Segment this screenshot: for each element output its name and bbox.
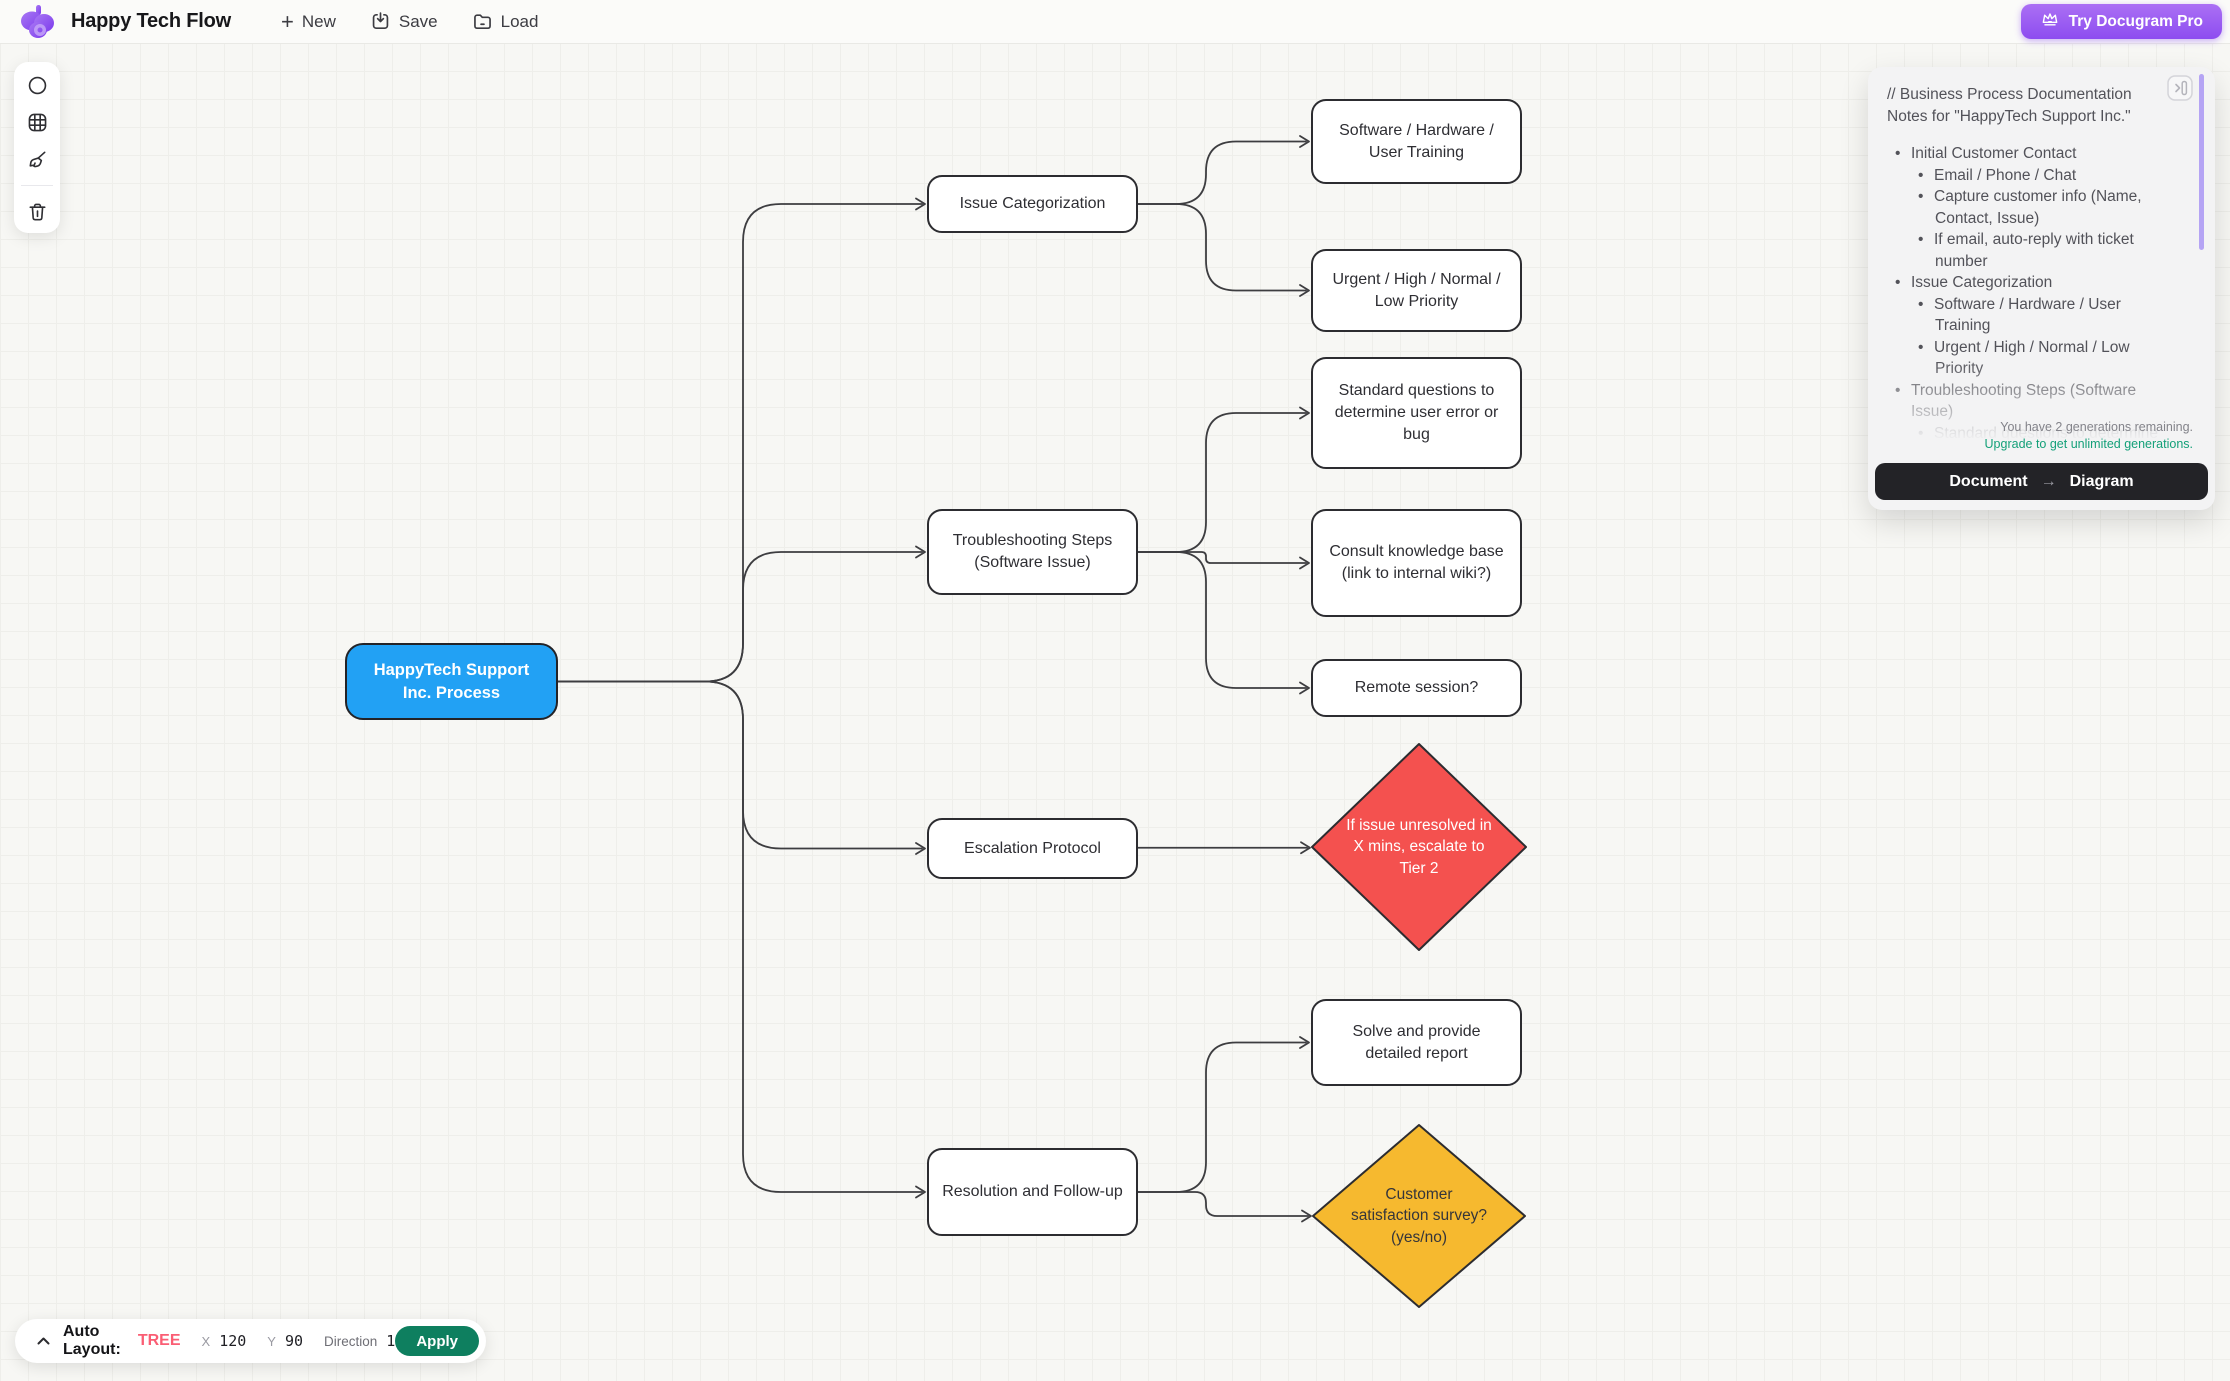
page-title: Happy Tech Flow [71, 10, 231, 32]
node-resolution[interactable]: Resolution and Follow-up [927, 1148, 1138, 1236]
try-pro-button[interactable]: Try Docugram Pro [2020, 4, 2222, 39]
document-to-diagram-button[interactable]: Document → Diagram [1875, 463, 2208, 500]
node-escalation[interactable]: Escalation Protocol [927, 818, 1138, 879]
broom-icon [28, 150, 46, 167]
load-button[interactable]: Load [472, 11, 539, 32]
collapse-panel-icon[interactable] [2167, 75, 2193, 101]
note-line: •Software / Hardware / User [1918, 295, 2121, 313]
arrow-right-icon: → [2040, 472, 2057, 490]
save-button-label: Save [398, 11, 438, 31]
node-remote-session[interactable]: Remote session? [1311, 659, 1522, 717]
layout-mode-value[interactable]: TREE [137, 1332, 181, 1349]
node-solve-report[interactable]: Solve and provide detailed report [1311, 999, 1522, 1086]
new-button[interactable]: + New [280, 8, 336, 34]
note-line: Contact, Issue) [1935, 209, 2040, 227]
chevron-up-icon[interactable] [36, 1336, 51, 1346]
auto-layout-bar: Auto Layout: TREE X 120 Y 90 Direction 1… [15, 1319, 486, 1363]
node-root[interactable]: HappyTech Support Inc. Process [345, 643, 558, 720]
doc-btn-left: Document [1949, 472, 2028, 490]
note-line: •Capture customer info (Name, [1918, 188, 2142, 205]
trash-icon [28, 203, 46, 221]
generations-note: You have 2 generations remaining. [2000, 420, 2193, 434]
auto-layout-label: Auto Layout: [63, 1323, 121, 1358]
header-menu: + New Save Load [280, 8, 539, 34]
y-label: Y [267, 1333, 276, 1349]
x-label: X [201, 1333, 211, 1349]
circle-icon [28, 76, 46, 94]
doc-btn-right: Diagram [2069, 472, 2134, 490]
new-button-label: New [301, 11, 336, 31]
notes-fade [1870, 359, 2213, 464]
node-issue-categorization[interactable]: Issue Categorization [927, 175, 1138, 233]
upgrade-link[interactable]: Upgrade to get unlimited generations. [1984, 437, 2193, 451]
shape-toolbar [14, 62, 60, 233]
note-line: •Email / Phone / Chat [1918, 166, 2077, 184]
note-line: •Initial Customer Contact [1895, 145, 2077, 162]
direction-label: Direction [324, 1333, 378, 1349]
node-sw-hw-training[interactable]: Software / Hardware / User Training [1311, 99, 1522, 184]
delete-tool-button[interactable] [25, 200, 49, 224]
y-spacing-input[interactable]: 90 [284, 1332, 304, 1350]
node-escalate-tier2[interactable] [1311, 743, 1527, 951]
note-line: •Issue Categorization [1895, 274, 2053, 291]
note-line: Training [1935, 317, 1991, 334]
app-header: Happy Tech Flow + New Save Load [0, 0, 2230, 44]
panel-scrollbar-thumb[interactable] [2199, 74, 2204, 250]
direction-input[interactable]: 1 [386, 1332, 396, 1350]
note-line: •If email, auto-reply with ticket [1918, 231, 2134, 248]
crown-icon [2040, 9, 2060, 34]
grid-tool-button[interactable] [25, 110, 49, 134]
node-knowledge-base[interactable]: Consult knowledge base (link to internal… [1311, 509, 1522, 617]
apply-button[interactable]: Apply [395, 1326, 479, 1356]
node-standard-questions[interactable]: Standard questions to determine user err… [1311, 357, 1522, 469]
plus-icon: + [280, 8, 294, 34]
app-logo-icon [21, 4, 54, 38]
note-line: •Urgent / High / Normal / Low [1918, 338, 2130, 356]
node-priority[interactable]: Urgent / High / Normal / Low Priority [1311, 249, 1522, 332]
note-line: number [1935, 252, 1988, 270]
panel-footer: You have 2 generations remaining. Upgrad… [1875, 420, 2208, 500]
note-line [1887, 127, 2185, 143]
save-icon [370, 11, 391, 32]
note-line: Notes for "HappyTech Support Inc." [1887, 107, 2131, 125]
try-pro-label: Try Docugram Pro [2068, 12, 2203, 30]
x-spacing-input[interactable]: 120 [219, 1332, 247, 1350]
save-button[interactable]: Save [370, 11, 438, 32]
folder-icon [472, 11, 493, 32]
clean-tool-button[interactable] [25, 147, 49, 171]
load-button-label: Load [500, 11, 539, 31]
circle-tool-button[interactable] [25, 73, 49, 97]
node-satisfaction-survey[interactable] [1312, 1124, 1526, 1308]
note-line: // Business Process Documentation [1887, 86, 2132, 103]
toolbar-divider [21, 185, 53, 186]
node-troubleshooting[interactable]: Troubleshooting Steps (Software Issue) [927, 509, 1138, 595]
grid-icon [28, 113, 46, 131]
